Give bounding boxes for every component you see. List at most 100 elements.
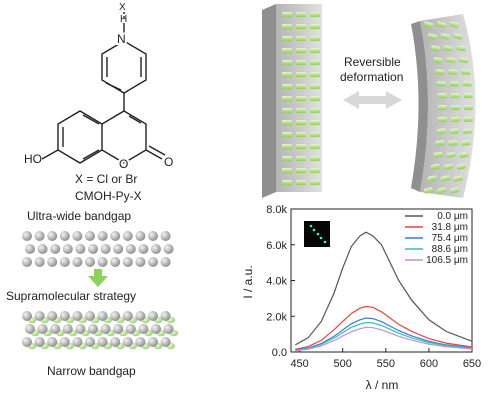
crystal-pillar [310,24,320,29]
lattice-ball [22,231,32,241]
crystal-pillar [451,105,460,110]
lattice-ball [47,257,58,267]
series-line [295,317,473,351]
lattice-ball [135,311,146,321]
lattice-ball [50,244,61,254]
series-line [295,326,473,352]
crystal-pillar [282,144,292,149]
crystal-pillar [449,128,459,134]
crystal-pillar [296,132,306,137]
lattice-ball [125,244,136,254]
lattice-ball [34,231,45,241]
molecule-structure [41,11,166,164]
flat-crystal [262,4,322,198]
carbonyl-oxygen-label: O [164,155,173,169]
chart-inset-image [304,221,330,247]
crystal-pillar [436,81,446,87]
lattice-ball [151,324,161,334]
crystal-pillar [435,69,445,75]
y-tick-label: 8.0k [266,204,287,216]
crystal-pillar [282,108,292,113]
crystal-pillar [461,69,471,75]
lattice-ball [59,257,70,267]
crystal-pillar [282,12,292,17]
lattice-ball [37,244,48,254]
lattice-ball [25,324,35,334]
crystal-pillar [310,96,320,101]
lattice-ball [72,231,83,241]
lattice-ball [110,337,121,347]
lattice-ball [160,231,171,241]
crystal-pillar [463,116,473,122]
crystal-pillar [453,175,464,182]
lattice-ball [62,244,73,254]
crystal-pillar [461,140,471,146]
lattice-ball [22,337,32,347]
crystal-pillar [296,72,306,77]
lattice-ball [160,311,171,321]
crystal-pillar [438,105,447,110]
lattice-ball [59,337,70,347]
crystal-pillar [310,48,320,53]
x-definition-label: X = Cl or Br [75,172,137,186]
crystal-pillar [456,163,467,170]
lattice-ball [122,257,133,267]
lattice-ball [72,337,83,347]
h-label: H [120,14,127,25]
crystal-pillar [436,187,447,194]
crystal-pillar [282,72,292,77]
lattice-ball [72,257,83,267]
crystal-pillar [423,21,434,28]
crystal-pillar [446,57,456,64]
y-axis-label: I / a.u. [241,265,255,298]
ring-oxygen-label: O [119,157,128,171]
lattice-ball [100,244,111,254]
lattice-narrow [22,311,179,350]
lattice-ball [34,337,45,347]
lattice-ball [47,231,58,241]
lattice-ball [85,231,95,241]
crystal-pillar [446,151,456,158]
crystal-pillar [296,24,306,29]
lattice-ball [47,311,58,321]
series-line [295,321,473,352]
crystal-pillar [459,57,469,64]
crystal-pillar [296,36,306,41]
lattice-ball [135,337,146,347]
crystal-pillar [282,24,292,29]
crystal-pillar [464,105,473,110]
crystal-pillar [296,156,306,161]
crystal-pillar [282,180,292,185]
green-down-arrow [88,269,108,287]
lattice-ball [110,311,121,321]
y-tick-label: 0.0 [272,347,287,359]
crystal-pillar [296,144,306,149]
lattice-ball [97,231,108,241]
crystal-pillar [310,144,320,149]
lattice-ball [160,257,171,267]
lattice-ball [113,244,124,254]
x-tick-label: 550 [377,358,395,370]
lattice-ball [160,337,171,347]
lattice-ball [110,231,121,241]
reversible-label: Reversible [344,55,401,69]
counterion-label: X [119,2,126,13]
crystal-pillar [427,175,438,182]
crystal-pillar [296,60,306,65]
lattice-ball [59,231,70,241]
lattice-ball [85,257,95,267]
x-tick-label: 600 [420,358,438,370]
y-tick-label: 2.0k [266,311,287,323]
crystal-pillar [449,187,460,194]
lattice-ball [22,311,32,321]
legend-label: 106.5 μm [426,255,468,266]
lattice-ball [110,257,121,267]
crystal-pillar [433,57,443,64]
lattice-ball [125,324,136,334]
lattice-ball [34,257,45,267]
crystal-pillar [296,180,306,185]
crystal-pillar [427,33,437,40]
crystal-pillar [296,48,306,53]
crystal-pillar [437,116,447,122]
